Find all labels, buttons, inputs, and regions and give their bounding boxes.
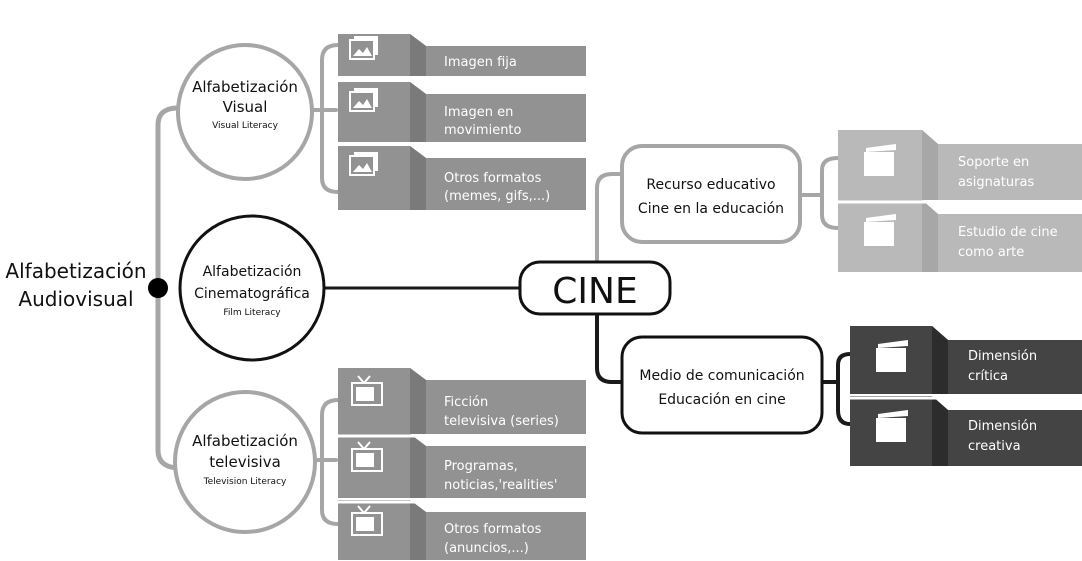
tv-subtitle: Television Literacy: [203, 477, 287, 487]
recurso-line1: Recurso educativo: [646, 177, 775, 193]
recurso-item-estudio[interactable]: Estudio de cine como arte: [838, 200, 1082, 272]
root-label-line1: Alfabetización: [5, 259, 146, 283]
film-subtitle: Film Literacy: [223, 308, 281, 318]
root-label-line2: Audiovisual: [18, 287, 133, 311]
tv-literacy-node[interactable]: Alfabetización televisiva Television Lit…: [173, 390, 317, 534]
image-icon: [349, 152, 378, 176]
cine-to-medio-line: [595, 312, 624, 384]
recurso-line2: Cine en la educación: [638, 201, 784, 217]
visual-literacy-node[interactable]: Alfabetización Visual Visual Literacy: [176, 43, 314, 181]
clapperboard-icon: [864, 144, 896, 176]
visual-title-line1: Alfabetización: [192, 78, 298, 96]
item-label-line2: (anuncios,...): [444, 541, 529, 556]
clapperboard-icon: [864, 214, 896, 246]
film-literacy-node[interactable]: Alfabetización Cinematográfica Film Lite…: [178, 214, 326, 362]
tv-item-otros-formatos[interactable]: Otros formatos (anuncios,...): [338, 500, 586, 560]
tv-title-line1: Alfabetización: [192, 432, 298, 450]
item-label-line2: movimiento: [444, 123, 522, 138]
image-icon: [349, 88, 378, 112]
visual-title-line2: Visual: [223, 98, 268, 116]
tv-icon: [351, 375, 383, 406]
item-label-line2: noticias,'realities': [444, 478, 557, 493]
item-label-line2: asignaturas: [958, 175, 1034, 190]
cine-label: CINE: [552, 271, 637, 312]
image-icon: [349, 36, 378, 60]
tv-item-ficcion[interactable]: Ficción televisiva (series): [338, 368, 586, 434]
item-label-line2: como arte: [958, 245, 1024, 260]
connectors: [155, 43, 852, 526]
film-title-line1: Alfabetización: [203, 264, 302, 280]
item-label-line1: Programas,: [444, 459, 518, 474]
item-label-line2: creativa: [968, 439, 1021, 454]
clapperboard-icon: [876, 340, 908, 372]
recurso-item-soporte[interactable]: Soporte en asignaturas: [838, 130, 1082, 200]
root-node-dot: [148, 278, 168, 298]
medio-item-creativa[interactable]: Dimensión creativa: [850, 396, 1082, 466]
item-label-line2: (memes, gifs,...): [444, 189, 550, 204]
tv-item-programas[interactable]: Programas, noticias,'realities': [338, 434, 586, 498]
cine-node[interactable]: CINE: [518, 260, 672, 316]
recurso-items-connector: [798, 156, 840, 230]
item-label-line1: Estudio de cine: [958, 225, 1058, 240]
item-label-line1: Ficción: [444, 395, 488, 410]
film-title-line2: Cinematográfica: [194, 286, 310, 302]
recurso-educativo-node[interactable]: Recurso educativo Cine en la educación: [620, 144, 802, 244]
medio-item-critica[interactable]: Dimensión crítica: [850, 326, 1082, 394]
tv-icon: [351, 505, 383, 536]
visual-item-otros-formatos[interactable]: Otros formatos (memes, gifs,...): [338, 146, 586, 210]
medio-line2: Educación en cine: [658, 392, 785, 408]
item-label-line1: Otros formatos: [444, 171, 542, 186]
medio-line1: Medio de comunicación: [639, 368, 804, 384]
root-connector-visual: [155, 105, 181, 291]
medio-items-connector: [820, 352, 852, 426]
visual-item-imagen-movimiento[interactable]: Imagen en movimiento: [338, 82, 586, 142]
item-label-line1: Dimensión: [968, 349, 1037, 364]
tv-title-line2: televisiva: [209, 453, 281, 471]
tv-icon: [351, 441, 383, 472]
visual-subtitle: Visual Literacy: [212, 121, 278, 131]
item-label-line1: Imagen en: [444, 105, 513, 120]
item-label-line1: Soporte en: [958, 155, 1029, 170]
visual-connector-spine: [310, 43, 340, 194]
item-label-line1: Imagen fija: [444, 55, 517, 70]
item-label-line2: crítica: [968, 369, 1008, 384]
cine-to-recurso-line: [595, 172, 624, 264]
visual-item-imagen-fija[interactable]: Imagen fija: [338, 34, 586, 76]
medio-comunicacion-node[interactable]: Medio de comunicación Educación en cine: [620, 335, 824, 435]
item-label-line1: Otros formatos: [444, 522, 542, 537]
item-label-line1: Dimensión: [968, 419, 1037, 434]
item-label-line2: televisiva (series): [444, 414, 559, 429]
clapperboard-icon: [876, 410, 908, 442]
